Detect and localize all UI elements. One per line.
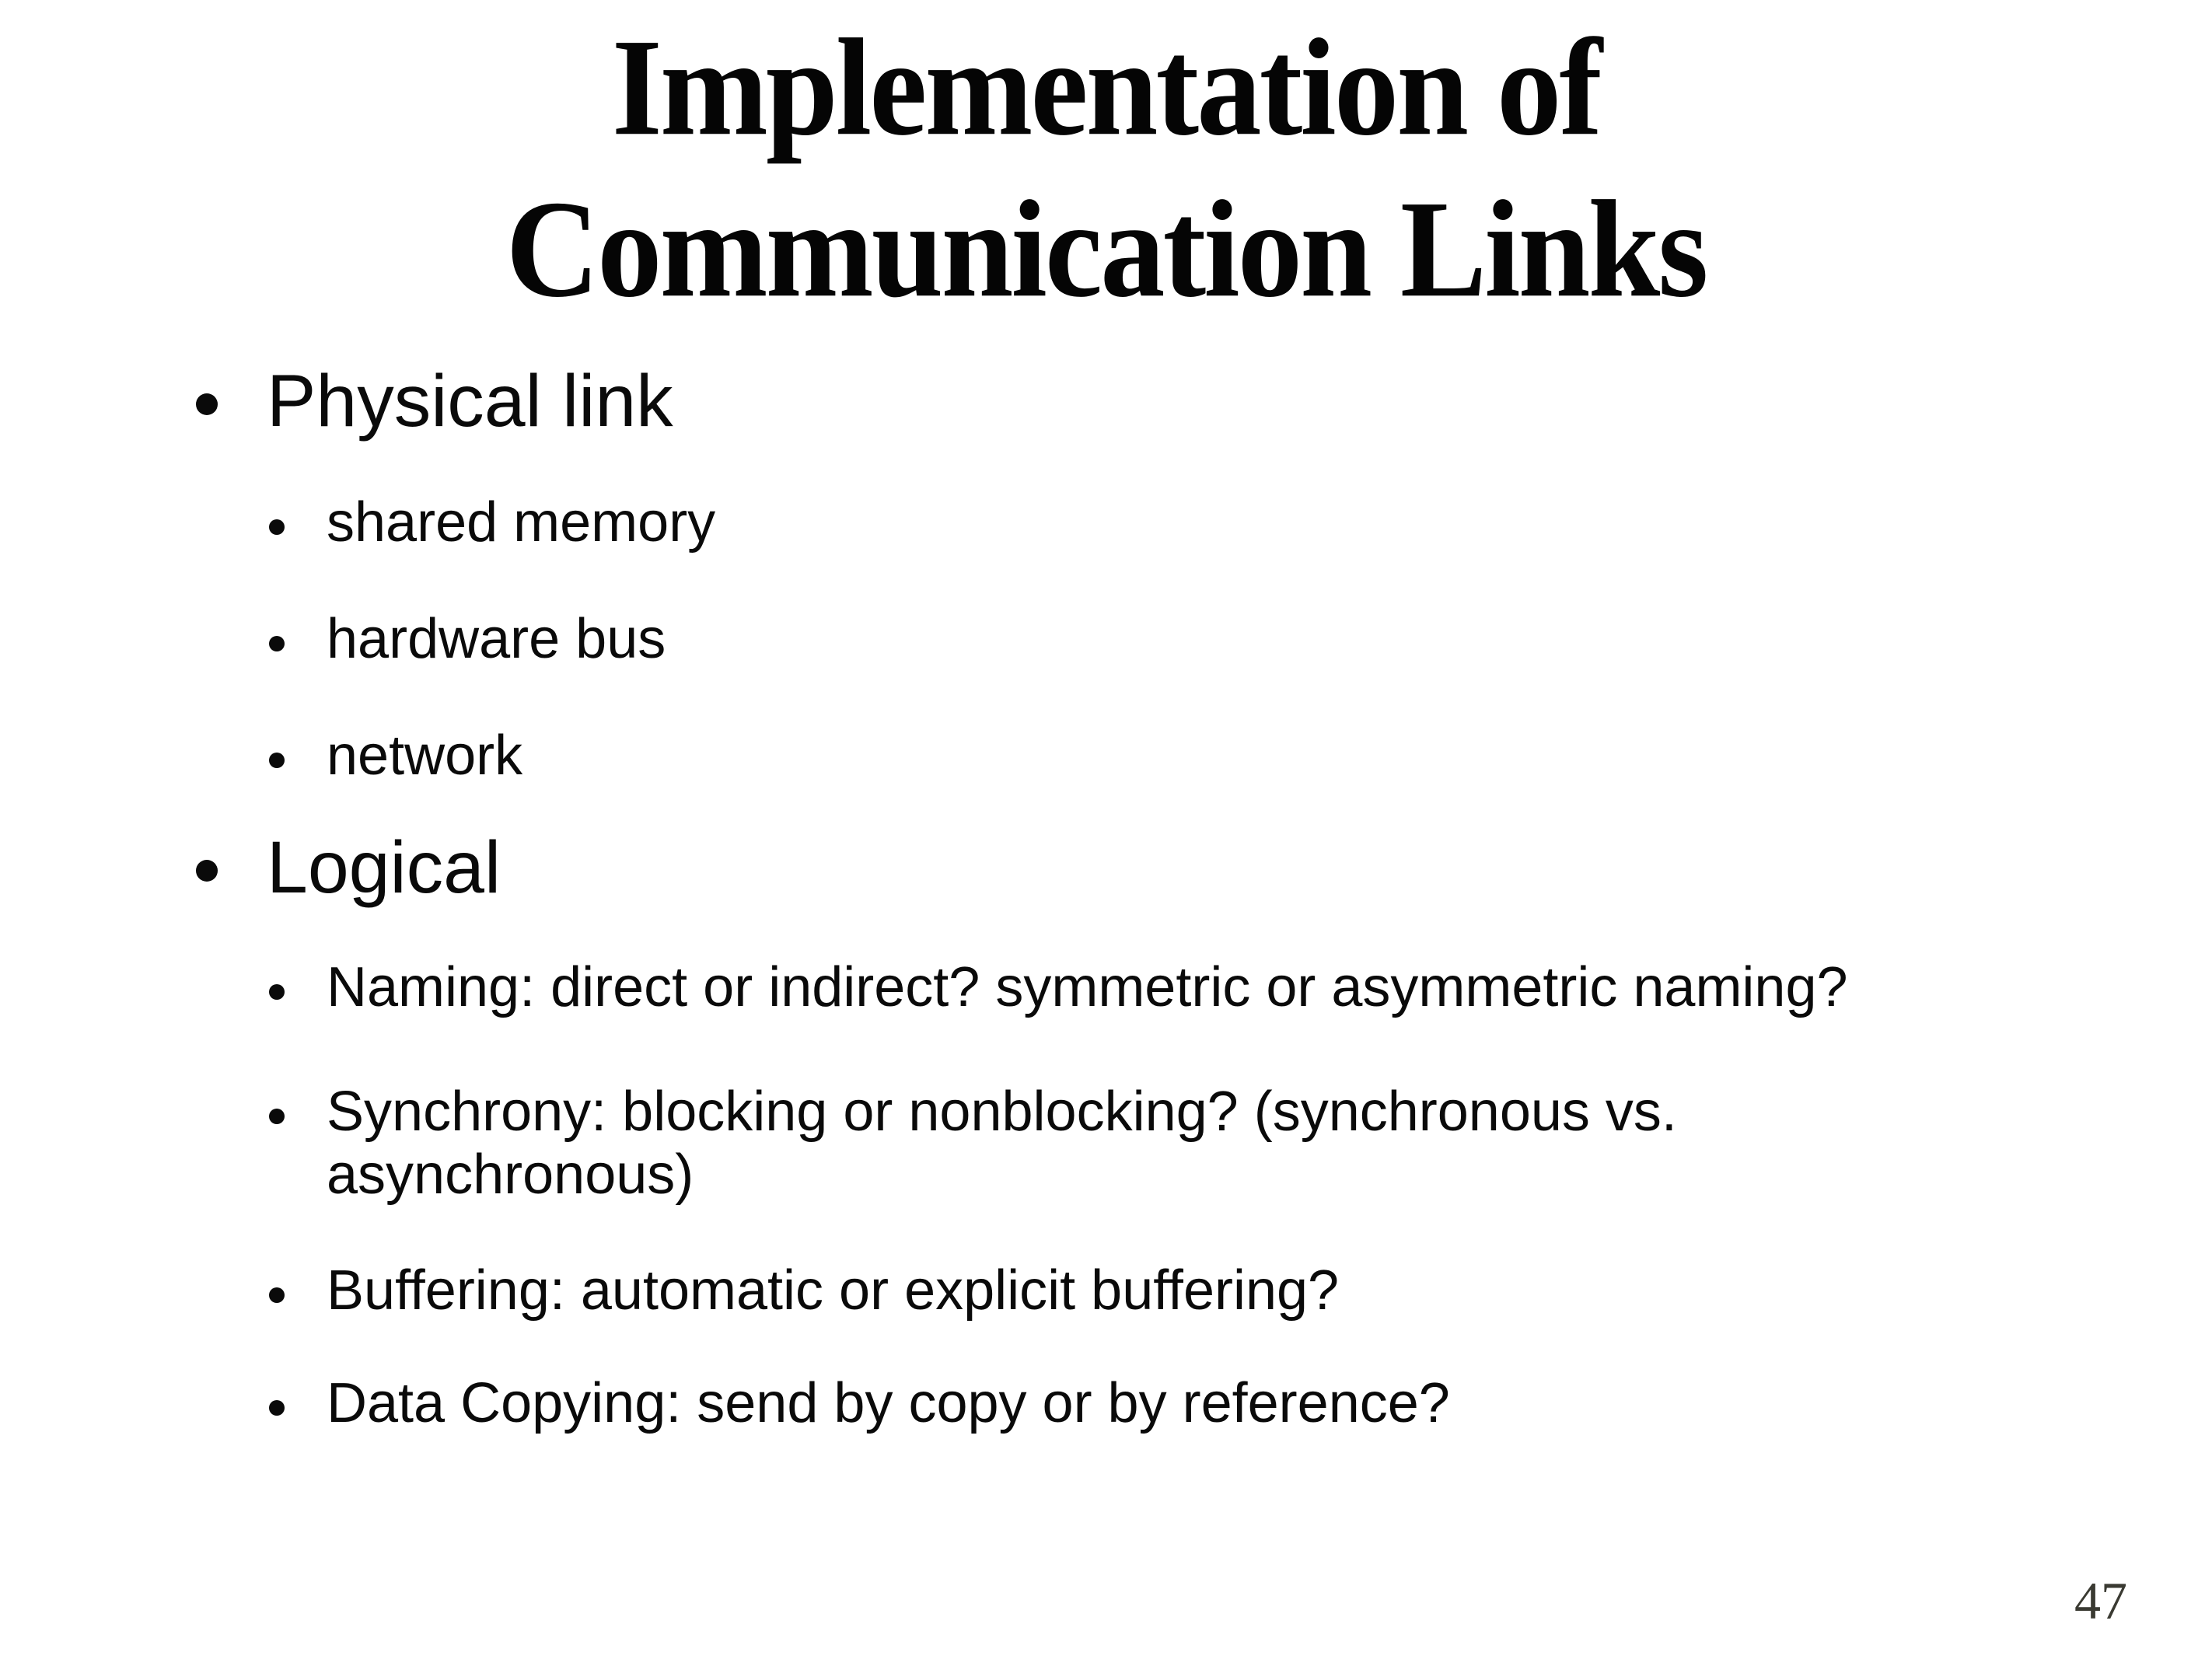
bullet-icon xyxy=(269,1287,285,1303)
bullet-text: Synchrony: blocking or nonblocking? (syn… xyxy=(327,1081,1677,1206)
bullet-text: Physical link xyxy=(267,360,673,442)
page-number: 47 xyxy=(2074,1571,2127,1630)
bullet-text: Data Copying: send by copy or by referen… xyxy=(327,1372,1450,1434)
bullet-icon xyxy=(269,1109,285,1124)
bullet-text: Naming: direct or indirect? symmetric or… xyxy=(327,956,1848,1018)
bullet-text: Buffering: automatic or explicit bufferi… xyxy=(327,1259,1340,1322)
list-item-naming: Naming: direct or indirect? symmetric or… xyxy=(269,956,2154,1019)
bullet-icon xyxy=(269,519,285,535)
slide-title-line-2: Communication Links xyxy=(505,172,1709,327)
list-item-network: network xyxy=(269,725,522,788)
list-item-shared-memory: shared memory xyxy=(269,491,715,554)
bullet-text: hardware bus xyxy=(327,608,666,670)
slide-title: Implementation of Communication Links xyxy=(33,8,2179,330)
bullet-icon xyxy=(196,393,218,415)
bullet-icon xyxy=(269,753,285,768)
bullet-icon xyxy=(269,636,285,651)
slide-title-line-1: Implementation of xyxy=(611,11,1602,165)
list-item-buffering: Buffering: automatic or explicit bufferi… xyxy=(269,1259,2154,1322)
bullet-icon xyxy=(269,984,285,1000)
list-item-hardware-bus: hardware bus xyxy=(269,608,666,671)
list-item-synchrony: Synchrony: blocking or nonblocking? (syn… xyxy=(269,1081,1804,1206)
list-item-physical-link: Physical link xyxy=(196,359,673,444)
list-item-logical: Logical xyxy=(196,826,501,910)
bullet-icon xyxy=(196,860,218,882)
bullet-icon xyxy=(269,1400,285,1416)
bullet-text: shared memory xyxy=(327,491,716,554)
list-item-data-copying: Data Copying: send by copy or by referen… xyxy=(269,1372,2154,1435)
bullet-text: network xyxy=(327,725,523,787)
bullet-text: Logical xyxy=(267,826,501,909)
